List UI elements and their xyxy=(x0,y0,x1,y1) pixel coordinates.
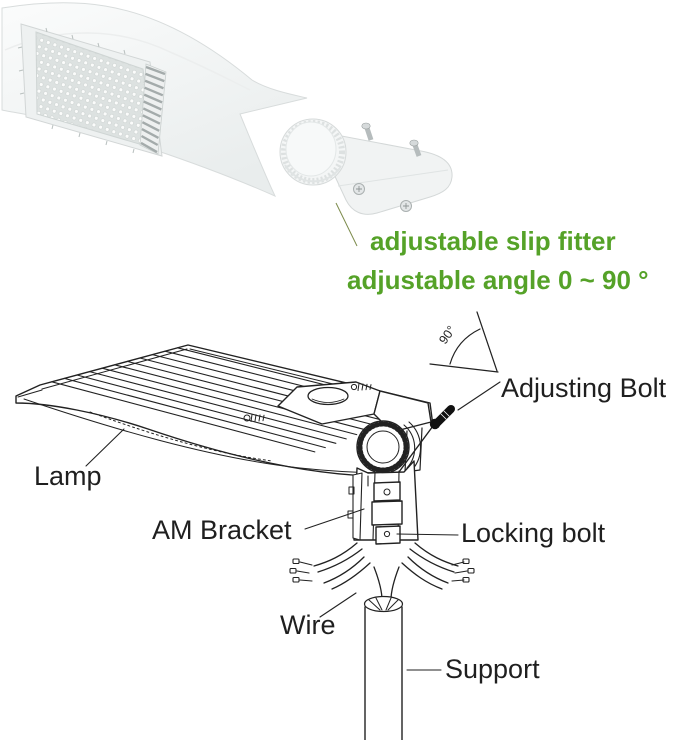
photocell xyxy=(307,386,349,406)
bracket-screw xyxy=(353,183,365,195)
wires-drawing xyxy=(289,542,475,601)
bracket-top-bolt xyxy=(409,139,422,157)
locking-bolt-drawing xyxy=(375,525,401,545)
locking-bolt-label: Locking bolt xyxy=(461,518,606,548)
wire-connectors-left xyxy=(289,558,313,583)
wire-connectors-right xyxy=(451,558,475,583)
wire-leader-line xyxy=(319,592,357,618)
hinge-knob xyxy=(356,420,422,474)
lamp-label: Lamp xyxy=(34,461,102,491)
adjusting-bolt-label: Adjusting Bolt xyxy=(501,373,667,403)
am-bracket-label: AM Bracket xyxy=(152,515,292,545)
adjusting-bolt-drawing xyxy=(429,405,455,430)
lamp-drawing xyxy=(15,344,434,477)
panel-clips xyxy=(17,27,135,154)
adjusting-bolt-leader-line xyxy=(457,381,501,411)
support-label: Support xyxy=(445,654,540,684)
street-light-photo xyxy=(1,2,453,247)
wire-label: Wire xyxy=(280,610,336,640)
caption-adjustable-angle: adjustable angle 0 ~ 90 ° xyxy=(347,265,649,295)
slip-fitter-bracket xyxy=(327,133,453,215)
locking-bolt-leader-line xyxy=(396,533,459,536)
angle-annotation xyxy=(429,311,499,373)
slip-fitter-leader-line xyxy=(335,202,358,247)
bracket-top-bolt xyxy=(361,122,374,141)
support-pole-drawing xyxy=(363,595,404,740)
slip-fitter-knob xyxy=(279,118,347,186)
caption-slip-fitter: adjustable slip fitter xyxy=(370,226,616,256)
installation-diagram xyxy=(15,311,501,740)
bracket-seam xyxy=(337,169,449,187)
lamp-leader-line xyxy=(85,428,125,467)
heatsink-fins xyxy=(139,63,167,155)
screw-detail xyxy=(243,383,372,422)
am-bracket-drawing xyxy=(347,460,419,545)
bracket-screw xyxy=(400,200,412,212)
am-bracket-leader-line xyxy=(304,508,365,530)
leader-lines xyxy=(85,381,501,671)
